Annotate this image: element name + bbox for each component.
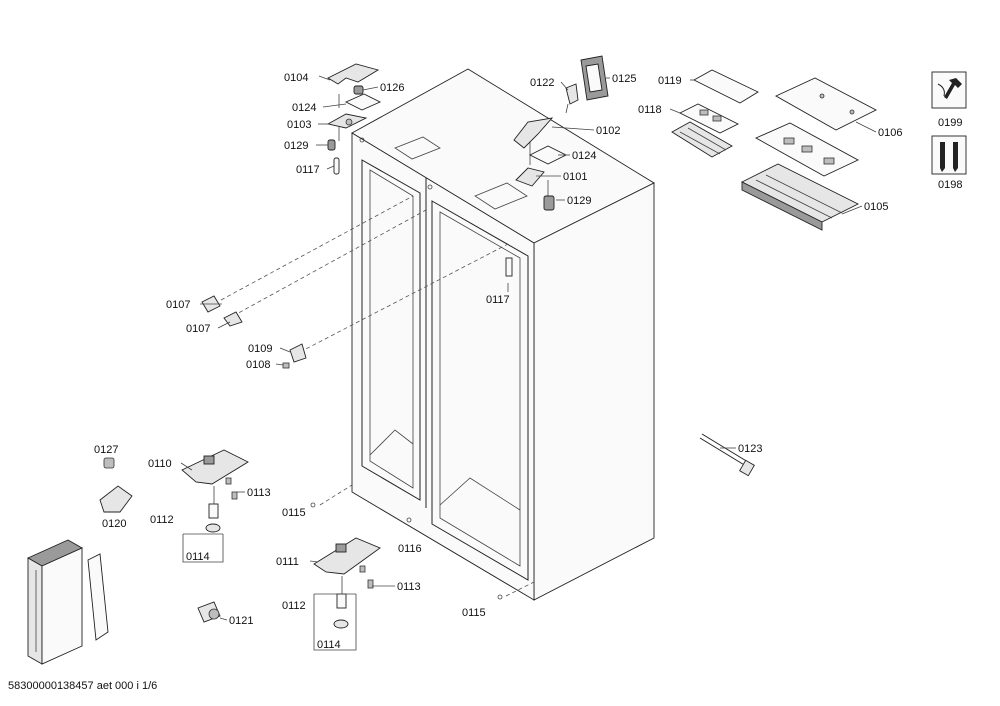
lower-hinge-group-left: [99, 449, 249, 623]
label-0122: 0122: [530, 77, 554, 89]
label-0114: 0114: [317, 639, 341, 651]
label-0198: 0198: [938, 179, 962, 191]
label-0121: 0121: [229, 615, 253, 627]
upper-hinge-group: [326, 63, 382, 175]
label-0125: 0125: [612, 73, 636, 85]
mid-left-parts: [201, 295, 307, 369]
label-0117: 0117: [486, 294, 510, 306]
label-0129: 0129: [567, 195, 591, 207]
label-0104: 0104: [284, 72, 308, 84]
label-0126: 0126: [380, 82, 404, 94]
control-panel-group: [671, 69, 877, 231]
document-id: 58300000138457 aet 000 i 1/6: [8, 680, 158, 692]
label-0113: 0113: [247, 487, 271, 499]
lower-hinge-group-center: [310, 502, 503, 651]
label-0113: 0113: [397, 581, 421, 593]
label-0108: 0108: [246, 359, 270, 371]
label-0199: 0199: [938, 117, 962, 129]
label-0115: 0115: [282, 507, 306, 519]
right-hinge-group: [513, 55, 609, 211]
screws-icon: [931, 135, 967, 175]
label-0101: 0101: [563, 171, 587, 183]
label-0111: 0111: [276, 556, 299, 568]
wrench-icon: [931, 71, 967, 109]
label-0106: 0106: [878, 127, 902, 139]
label-0107: 0107: [166, 299, 190, 311]
label-0117: 0117: [296, 164, 320, 176]
label-0123: 0123: [738, 443, 762, 455]
label-0116: 0116: [398, 543, 422, 555]
label-0114: 0114: [186, 551, 210, 563]
label-0112: 0112: [282, 600, 306, 612]
label-0112: 0112: [150, 514, 174, 526]
label-0118: 0118: [638, 104, 662, 116]
cabinet-body: [351, 68, 655, 601]
label-0109: 0109: [248, 343, 272, 355]
label-0110: 0110: [148, 458, 172, 470]
leader-lines: [180, 75, 877, 621]
label-0119: 0119: [658, 75, 682, 87]
label-0105: 0105: [864, 201, 888, 213]
label-0102: 0102: [596, 125, 620, 137]
label-0124: 0124: [292, 102, 316, 114]
label-0120: 0120: [102, 518, 126, 530]
label-0115: 0115: [462, 607, 486, 619]
part-labels: 0104 0126 0124 0103 0129 0117 0122 0125 …: [94, 72, 962, 651]
label-0124: 0124: [572, 150, 596, 162]
door-illustration: [27, 539, 109, 665]
label-0107: 0107: [186, 323, 210, 335]
label-0129: 0129: [284, 140, 308, 152]
label-0103: 0103: [287, 119, 311, 131]
label-0127: 0127: [94, 444, 118, 456]
